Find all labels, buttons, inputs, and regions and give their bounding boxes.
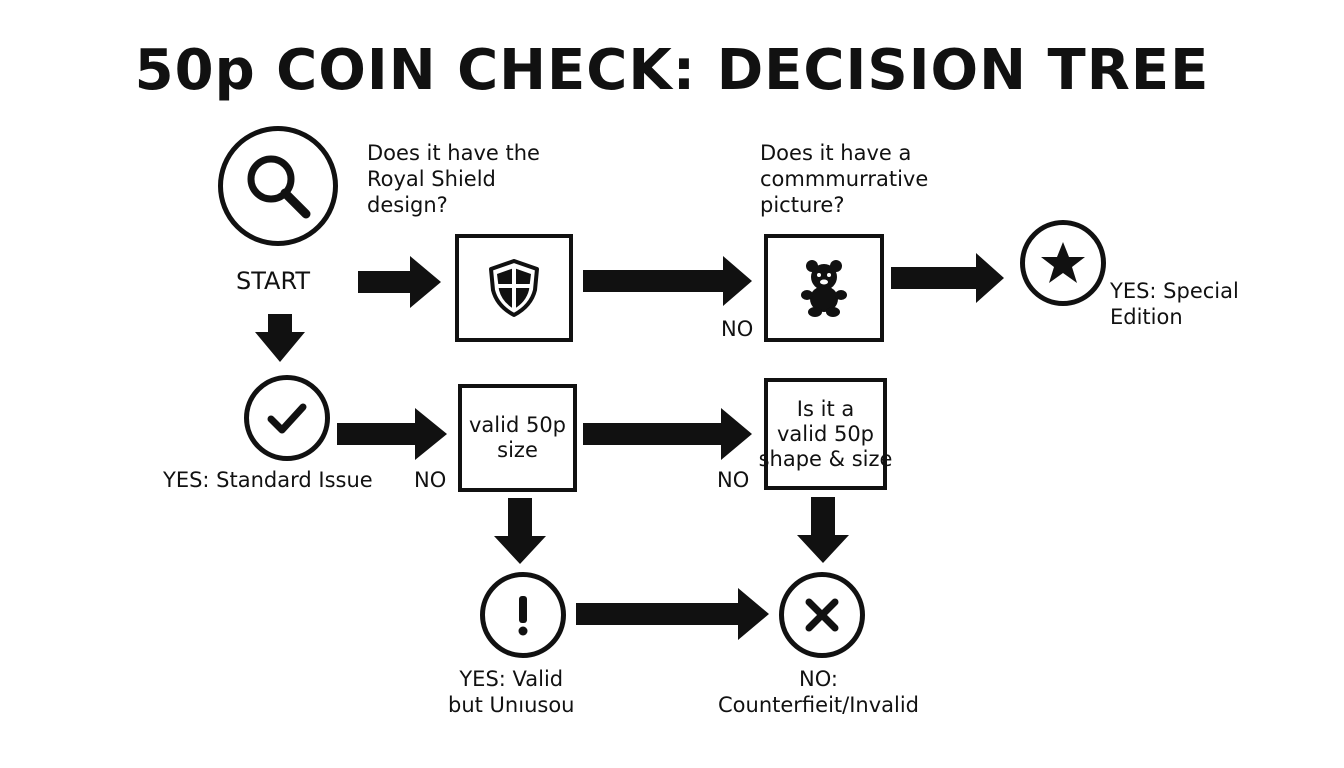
arrow-shield-to-picture: [583, 256, 752, 306]
size-decision-box: valid 50p size: [458, 384, 577, 492]
arrow-picture-to-special: [891, 253, 1004, 303]
shape-decision-box: Is it a valid 50p shape & size: [759, 378, 892, 490]
branch-no-picture: NO: [721, 317, 754, 341]
magnifier-icon: [247, 155, 311, 219]
standard-issue-node: [244, 375, 330, 461]
cross-icon: [805, 598, 839, 632]
question-shield-text: Does it have the Royal Shield design?: [367, 141, 540, 217]
branch-no-size-left: NO: [414, 468, 447, 492]
diagram-title: 50p COIN CHECK: DECISION TREE: [134, 38, 1210, 103]
outcome-special-text: YES: Special Edition: [1110, 279, 1239, 329]
arrow-start-to-standard: [255, 314, 305, 362]
star-icon: [1041, 242, 1085, 283]
arrow-size-to-shape: [583, 408, 752, 460]
arrow-shape-to-invalid: [797, 497, 849, 563]
shape-question-text: Is it a valid 50p shape & size: [758, 396, 893, 471]
special-edition-node: [1020, 220, 1106, 306]
unusual-node: [480, 572, 566, 658]
picture-decision-box: [764, 234, 884, 342]
question-picture-text: Does it have a commmurrative picture?: [760, 141, 929, 217]
arrow-size-to-unusual: [494, 498, 546, 564]
start-label: START: [236, 267, 311, 295]
outcome-standard-text: YES: Standard Issue: [163, 468, 373, 492]
exclamation-icon: [518, 596, 528, 636]
outcome-invalid-text: NO: Counterfieit/Invalid: [718, 667, 920, 717]
shield-decision-box: [455, 234, 573, 342]
checkmark-icon: [267, 403, 307, 434]
teddy-bear-icon: [801, 260, 847, 317]
shield-icon: [489, 259, 539, 317]
arrow-start-to-shield: [358, 256, 441, 308]
branch-no-shape-left: NO: [717, 468, 750, 492]
arrow-standard-to-size: [337, 408, 447, 460]
invalid-node: [779, 572, 865, 658]
start-node: [218, 126, 338, 246]
outcome-unusual-text: YES: Valid but Unıusou: [448, 667, 575, 717]
arrow-unusual-to-invalid: [576, 588, 769, 640]
size-question-text: valid 50p size: [468, 413, 567, 462]
